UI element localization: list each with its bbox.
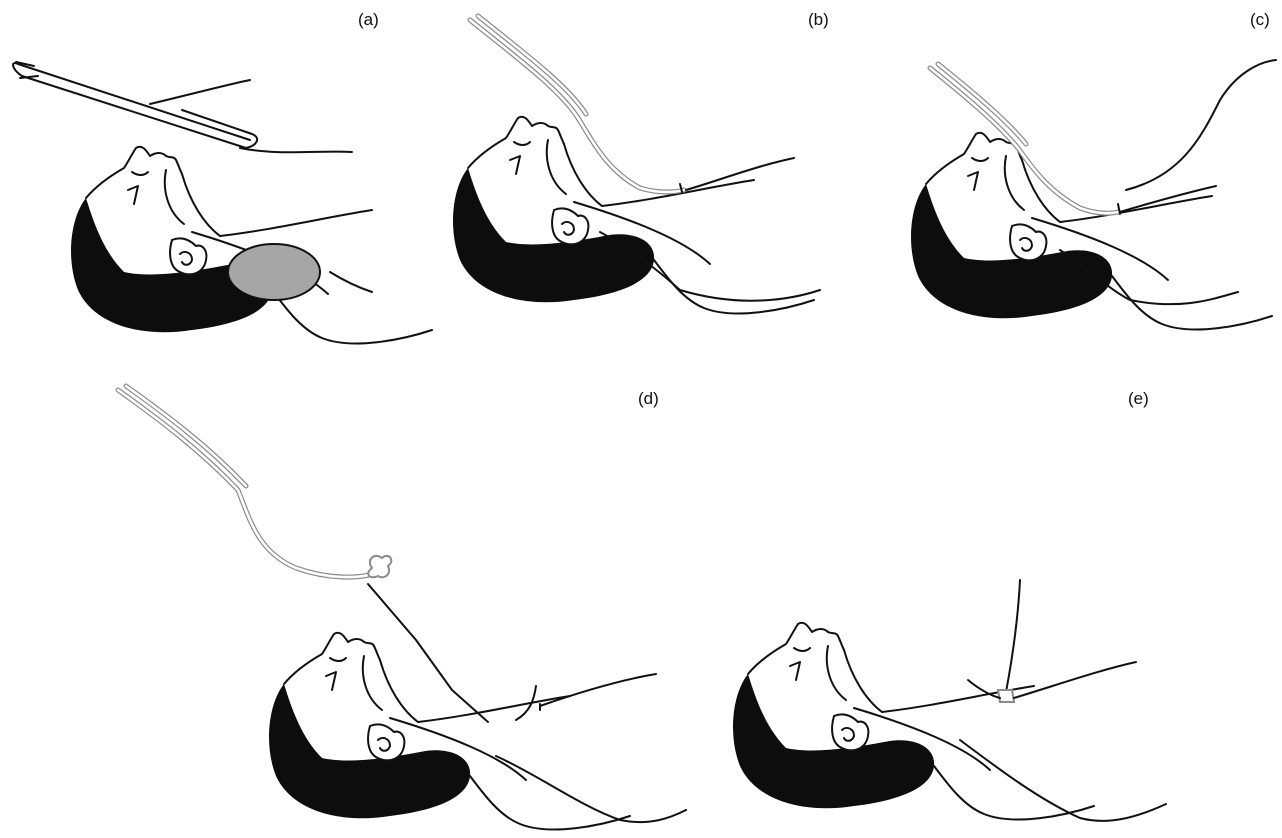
pillow-shape xyxy=(228,244,320,300)
panel-c: (c) xyxy=(911,10,1276,329)
stylet-tube-icon xyxy=(930,64,1120,214)
panel-label-c: (c) xyxy=(1250,10,1270,29)
stylet-tube-icon xyxy=(118,386,372,577)
tube-connector-icon xyxy=(998,690,1014,702)
panel-label-a: (a) xyxy=(358,10,379,29)
panel-label-d: (d) xyxy=(638,389,659,408)
panel-b: (b) xyxy=(453,10,829,313)
panel-e: (e) xyxy=(733,389,1166,821)
pilot-balloon-icon xyxy=(368,556,391,577)
panel-label-e: (e) xyxy=(1128,389,1149,408)
stylet-tube-icon xyxy=(470,16,684,192)
panel-a: (a) xyxy=(13,10,432,343)
panel-label-b: (b) xyxy=(808,10,829,29)
laryngoscope-icon xyxy=(13,62,257,148)
panel-d: (d) xyxy=(118,386,686,829)
